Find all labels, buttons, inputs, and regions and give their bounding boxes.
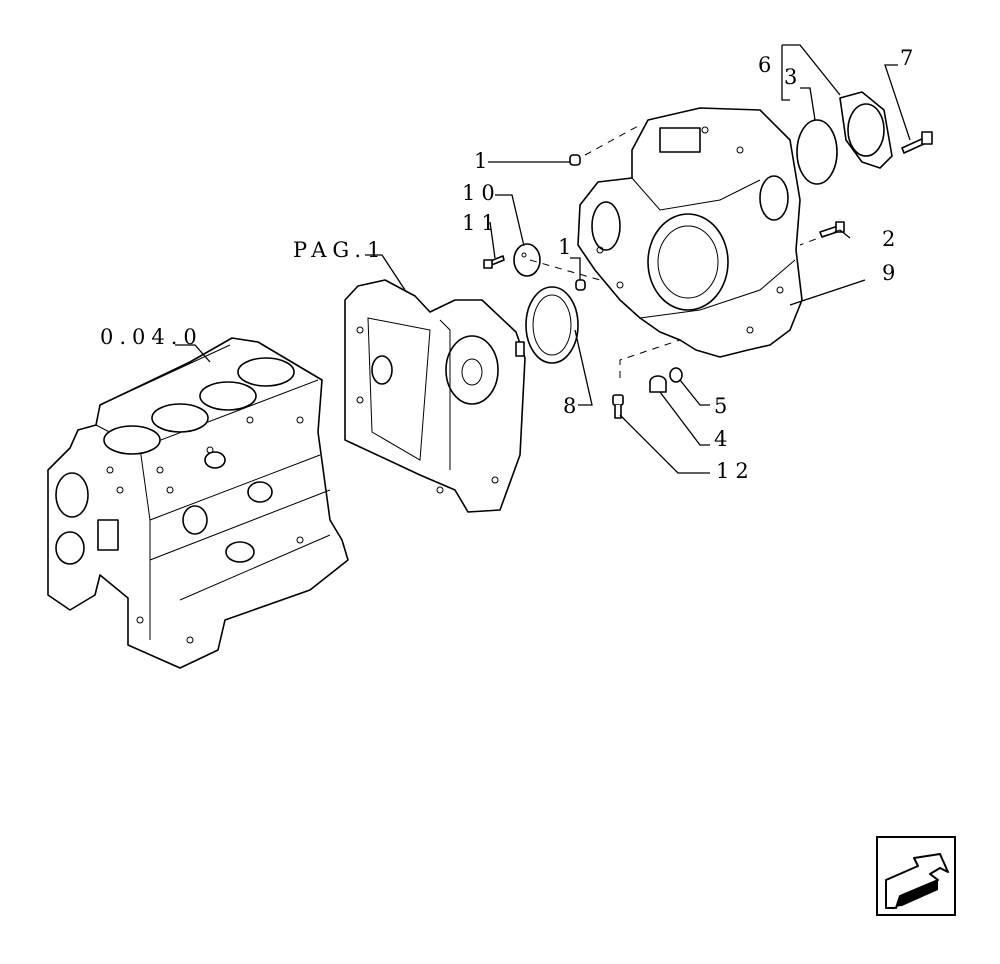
gear-housing	[344, 279, 526, 513]
seal-8	[525, 286, 579, 364]
screw-11	[483, 255, 505, 269]
callout-2: 2	[882, 227, 901, 251]
screw-12	[612, 394, 624, 419]
plug-1-upper	[569, 154, 581, 166]
previous-page-arrow-icon	[885, 853, 949, 909]
cover-plate-10	[513, 243, 541, 277]
screw-2	[819, 221, 845, 238]
callout-6: 6	[758, 53, 777, 77]
callout-1-upper: 1	[474, 149, 493, 173]
callout-4: 4	[714, 427, 733, 451]
washer-5	[669, 367, 683, 383]
callout-block-ref: 0.04.0	[100, 325, 203, 349]
callout-8: 8	[563, 394, 582, 418]
callout-3: 3	[784, 65, 803, 89]
callout-10: 10	[462, 181, 501, 205]
plug-1-lower	[575, 279, 586, 291]
engine-block	[47, 337, 349, 669]
callout-11: 11	[462, 211, 501, 235]
callout-1-lower: 1	[558, 235, 577, 259]
callout-cover-ref: PAG.1	[293, 238, 386, 262]
flywheel-housing	[577, 107, 803, 358]
callout-9: 9	[882, 261, 901, 285]
callout-5: 5	[714, 394, 733, 418]
sensor-flange-6	[839, 91, 893, 169]
plug-4	[649, 375, 667, 393]
callout-12: 12	[716, 459, 755, 483]
callout-7: 7	[900, 46, 919, 70]
previous-page-button[interactable]	[876, 836, 956, 916]
o-ring-3	[796, 119, 838, 185]
screw-7	[901, 131, 933, 154]
